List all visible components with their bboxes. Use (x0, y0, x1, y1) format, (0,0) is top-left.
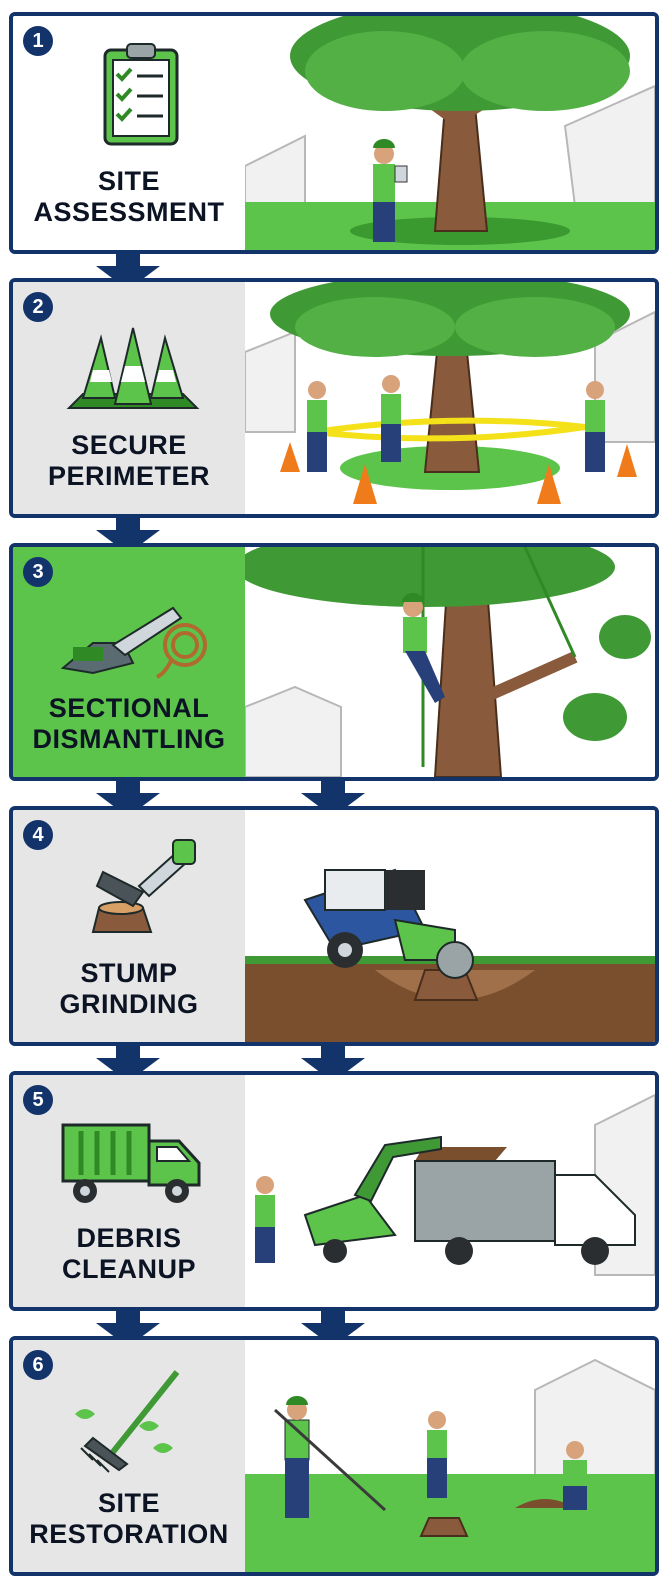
step-3-label-area: 3 SECTIONAL DISMANTLING (13, 547, 245, 777)
step-number-badge: 1 (23, 26, 53, 56)
step-2-panel: 2 SECURE PERIMETER (9, 278, 659, 518)
step-number-badge: 6 (23, 1350, 53, 1380)
step-number-badge: 3 (23, 557, 53, 587)
step-number-badge: 5 (23, 1085, 53, 1115)
step-title: STUMP GRINDING (59, 958, 199, 1019)
site-restoration-scene (245, 1340, 655, 1572)
step-1-panel: 1 SITE ASSESSMENT (9, 12, 659, 254)
step-6-panel: 6 SITE RESTORATION (9, 1336, 659, 1576)
step-title: SITE RESTORATION (29, 1488, 229, 1549)
rake-leaves-icon (53, 1366, 213, 1476)
step-title: SECTIONAL DISMANTLING (32, 693, 226, 754)
secure-perimeter-scene (245, 282, 655, 514)
site-assessment-scene (245, 16, 655, 250)
stump-grinder-icon (53, 836, 213, 946)
chainsaw-rope-icon (53, 573, 213, 683)
step-number-badge: 4 (23, 820, 53, 850)
step-3-panel: 3 SECTIONAL DISMANTLING (9, 543, 659, 781)
step-6-label-area: 6 SITE RESTORATION (13, 1340, 245, 1572)
step-2-label-area: 2 SECURE PERIMETER (13, 282, 245, 514)
step-1-label-area: 1 SITE ASSESSMENT (13, 16, 245, 250)
step-4-label-area: 4 STUMP GRINDING (13, 810, 245, 1042)
step-title: SITE ASSESSMENT (33, 166, 225, 227)
sectional-dismantling-scene (245, 547, 655, 777)
step-title: SECURE PERIMETER (47, 430, 211, 491)
step-5-label-area: 5 DEBRIS CLEANUP (13, 1075, 245, 1307)
traffic-cones-icon (53, 308, 213, 418)
debris-cleanup-scene (245, 1075, 655, 1307)
step-number-badge: 2 (23, 292, 53, 322)
step-5-panel: 5 DEBRIS CLEANUP (9, 1071, 659, 1311)
step-title: DEBRIS CLEANUP (61, 1223, 196, 1284)
stump-grinding-scene (245, 810, 655, 1042)
clipboard-checklist-icon (53, 42, 213, 152)
step-4-panel: 4 STUMP GRINDING (9, 806, 659, 1046)
dump-truck-icon (53, 1101, 213, 1211)
